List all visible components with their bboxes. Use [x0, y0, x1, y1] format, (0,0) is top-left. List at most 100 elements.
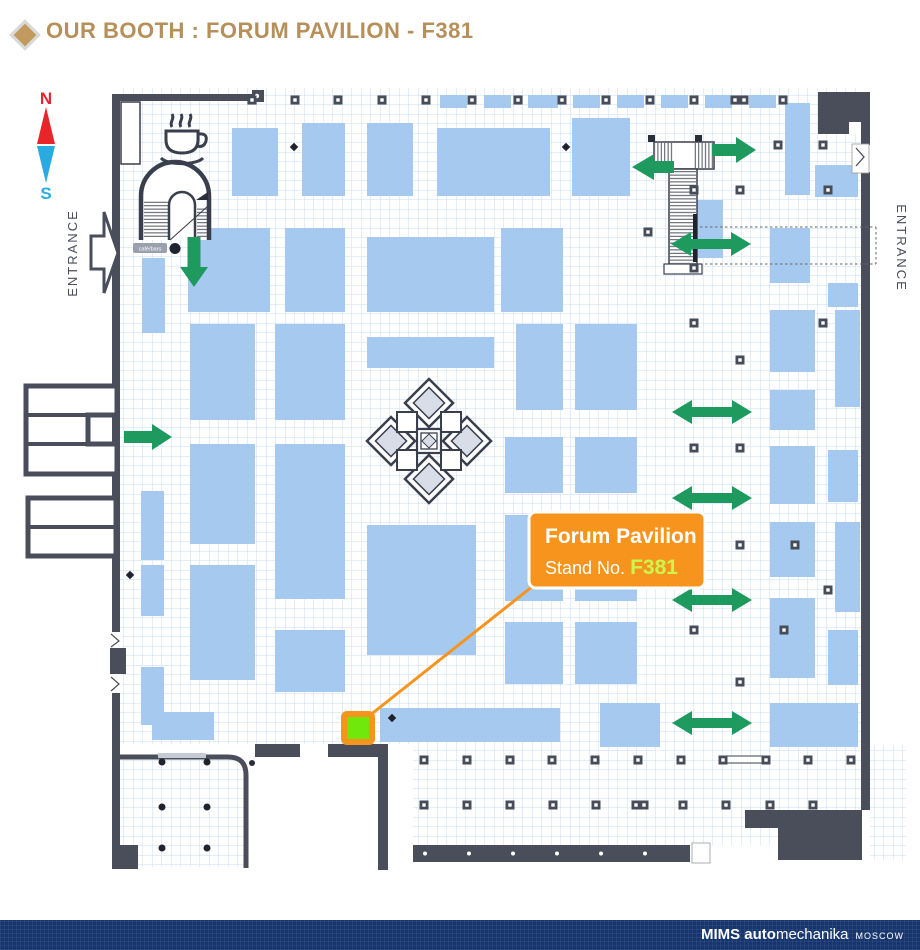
booth-rect: [770, 703, 858, 747]
column-marker-center: [250, 98, 254, 102]
column-marker-center: [646, 230, 650, 234]
service-area: [120, 101, 141, 165]
column-marker-center: [806, 758, 810, 762]
booth-rect: [285, 228, 345, 312]
coffee-icon: [159, 113, 208, 166]
booth-rect: [505, 437, 563, 493]
booth-rect: [835, 522, 860, 612]
wall-bottom-band: [413, 845, 690, 862]
wall-right: [861, 172, 870, 810]
booth-rect: [705, 95, 732, 108]
booth-rect: [575, 437, 637, 493]
direction-arrows: [124, 137, 756, 735]
column-marker-center: [642, 803, 646, 807]
callout-stand-line: Stand No. F381: [545, 556, 678, 579]
brand-city: MOSCOW: [855, 931, 904, 941]
booth-rect: [190, 444, 255, 544]
booth-rect: [190, 565, 255, 680]
booth-rect: [142, 258, 165, 333]
block-notch: [849, 122, 861, 134]
booth-rect: [141, 491, 164, 560]
booth-rect: [367, 337, 494, 368]
column-marker-center: [424, 98, 428, 102]
column-marker-center: [738, 446, 742, 450]
booth-rect: [600, 703, 660, 747]
booth-rect: [380, 708, 560, 742]
column-marker-center: [742, 98, 746, 102]
booth-rect: [575, 622, 637, 684]
block-top-right: [818, 92, 870, 134]
booth-rect: [770, 228, 810, 283]
booth-rect: [749, 95, 776, 108]
booth-rect: [785, 103, 810, 195]
left-entrance: ENTRANCE: [65, 209, 120, 297]
column-marker-center: [692, 321, 696, 325]
arrow-right-escalator: [712, 137, 756, 163]
left-doors: [110, 632, 122, 693]
booth-rect: [141, 667, 164, 725]
block-bottom-right: [745, 810, 862, 860]
column-marker-center: [738, 680, 742, 684]
column-marker-center: [738, 188, 742, 192]
wall-left-lower: [112, 693, 120, 869]
header: OUR BOOTH : FORUM PAVILION - F381: [0, 18, 920, 58]
arrow-right: [124, 424, 172, 450]
room-column-dots: [158, 758, 211, 852]
room-corner-dot: [249, 760, 255, 766]
corridor-bar-2: [328, 744, 386, 757]
column-marker-center: [692, 266, 696, 270]
column-marker-center: [782, 628, 786, 632]
column-marker-center: [293, 98, 297, 102]
column-marker-center: [470, 98, 474, 102]
page-title: OUR BOOTH : FORUM PAVILION - F381: [46, 18, 474, 44]
column-markers: [247, 95, 856, 810]
column-marker-center: [826, 588, 830, 592]
entrance-dashed-path: [700, 226, 877, 265]
column-marker-center: [692, 628, 696, 632]
column-marker-center: [738, 543, 742, 547]
column-marker-center: [550, 758, 554, 762]
wall-top: [112, 94, 260, 101]
arrow-double-5: [672, 711, 752, 735]
corridor-clear: [248, 744, 413, 870]
booths-layer: [141, 95, 860, 747]
column-marker-center: [422, 758, 426, 762]
column-marker-center: [508, 758, 512, 762]
hall-grid-right: [870, 745, 906, 860]
booth-rect: [275, 630, 345, 692]
column-marker-center: [516, 98, 520, 102]
compass: N S: [37, 89, 55, 203]
column-marker-center: [648, 98, 652, 102]
room-corner-block: [112, 845, 138, 869]
column-marker-center: [336, 98, 340, 102]
callout-leader-line: [368, 584, 534, 718]
booth-rect: [573, 95, 600, 108]
column-marker-center: [422, 803, 426, 807]
connector-bar: [722, 755, 768, 764]
room-dot: [158, 803, 166, 811]
arrow-double-2: [672, 400, 752, 424]
page-title-text: OUR BOOTH : FORUM PAVILION -: [46, 18, 422, 43]
booth-rect: [484, 95, 511, 108]
room-dot: [203, 803, 211, 811]
left-vestibule-1: [23, 383, 120, 477]
brand-regular: mechanika: [775, 926, 849, 943]
booth-rect: [572, 118, 630, 196]
column-marker-center: [636, 758, 640, 762]
column-marker-center: [811, 803, 815, 807]
room-dot: [158, 844, 166, 852]
room-dot: [158, 758, 166, 766]
corridor-wall: [378, 744, 388, 870]
compass-needle-south: [37, 146, 55, 183]
booth-rect: [770, 598, 815, 678]
booth-rect: [770, 390, 815, 430]
column-marker-center: [634, 803, 638, 807]
arrow-left-escalator: [632, 154, 674, 180]
booth-rect: [275, 444, 345, 599]
room-wall: [118, 754, 249, 868]
our-booth-marker[interactable]: [341, 711, 375, 745]
column-marker-center: [781, 98, 785, 102]
booth-rect: [275, 324, 345, 420]
left-vestibule-1-dividers: [26, 413, 88, 446]
